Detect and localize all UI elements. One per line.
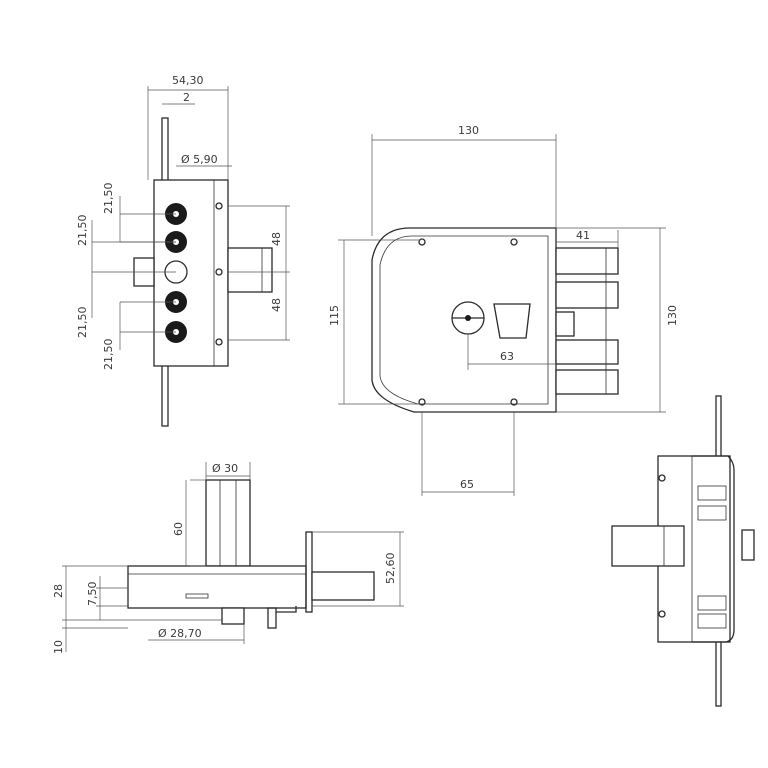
top-cylinder-dia-label: Ø 30 [212, 462, 238, 475]
top-spindle-dia-label: Ø 28,70 [158, 627, 202, 640]
top-spindle [221, 607, 245, 625]
side-pitch-bottom-right: 21,50 [102, 339, 115, 371]
rear-stub [741, 529, 755, 561]
side-view: 54,30 2 Ø 5,90 21,50 21,50 21,50 21,50 4… [76, 74, 290, 427]
front-bolts [555, 247, 619, 395]
front-view: 130 115 130 41 63 65 [328, 124, 679, 496]
side-pitch-bottom-left: 21,50 [76, 307, 89, 339]
side-bolt [227, 247, 273, 293]
side-pitch-top-right: 21,50 [102, 183, 115, 215]
side-bolt-lower: 48 [270, 298, 283, 312]
top-cylinder-height-label: 60 [172, 522, 185, 536]
top-offset-label: 7,50 [86, 582, 99, 607]
front-width-label: 130 [458, 124, 479, 137]
front-height-right-label: 130 [666, 305, 679, 326]
side-hole-dia-label: Ø 5,90 [181, 153, 218, 166]
front-height-left-label: 115 [328, 305, 341, 326]
top-depth-label: 52,60 [384, 553, 397, 585]
rear-view [611, 395, 755, 707]
side-plate-thickness-label: 2 [183, 91, 190, 104]
side-pitch-top-left: 21,50 [76, 215, 89, 247]
side-bolt-upper: 48 [270, 232, 283, 246]
front-bolt-projection-label: 41 [576, 229, 590, 242]
top-view: 60 Ø 30 52,60 28 7,50 10 Ø 28,70 [52, 462, 404, 654]
top-base-label: 10 [52, 640, 65, 654]
front-hole-spacing-label: 65 [460, 478, 474, 491]
top-body-height-label: 28 [52, 584, 65, 598]
front-key-offset-label: 63 [500, 350, 514, 363]
side-total-width-label: 54,30 [172, 74, 204, 87]
front-latch [493, 303, 531, 339]
rear-spindle [611, 525, 685, 567]
top-bolt [311, 571, 375, 601]
top-cylinder [205, 479, 251, 567]
top-faceplate [305, 531, 313, 613]
top-body [127, 565, 307, 609]
